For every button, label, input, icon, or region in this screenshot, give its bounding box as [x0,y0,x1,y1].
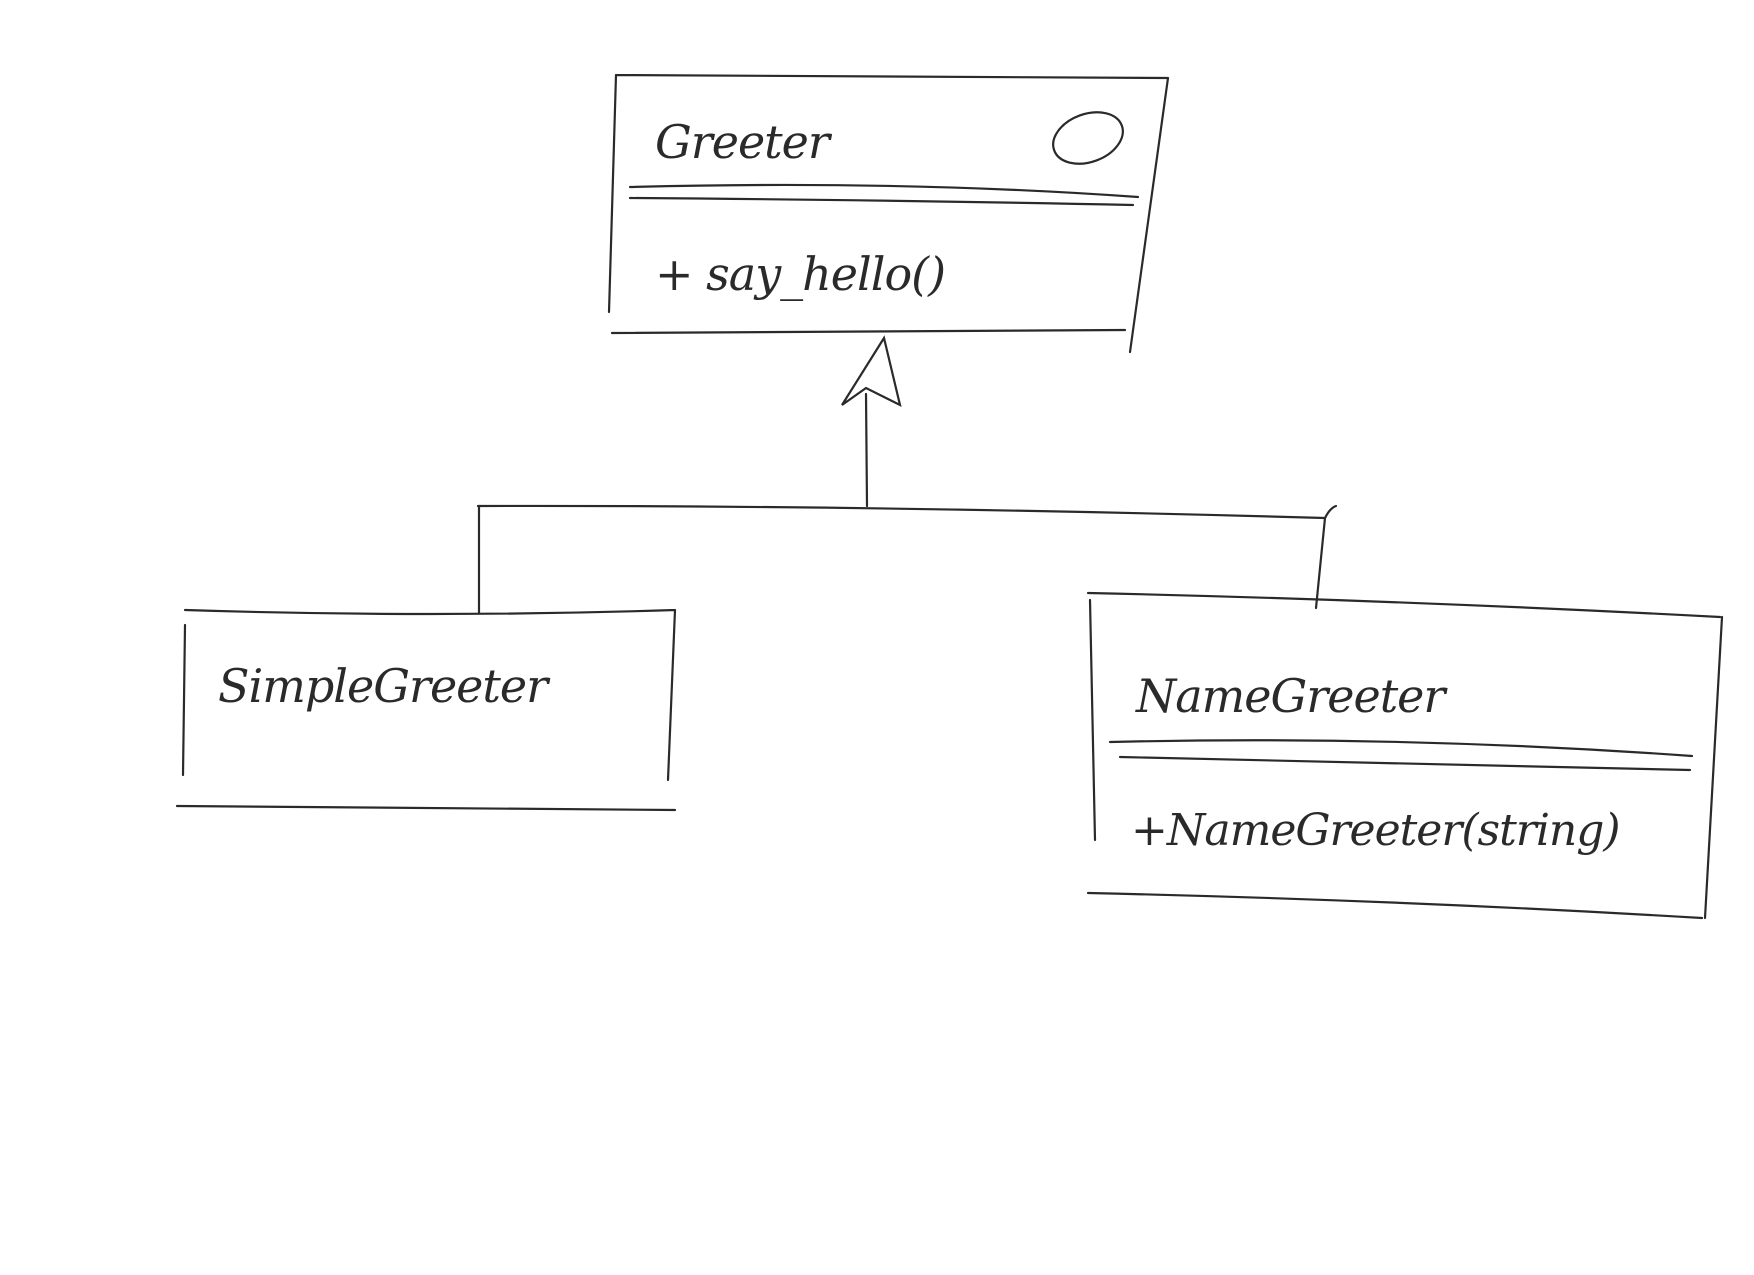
class-name-greeter: Greeter [655,115,833,169]
class-box-greeter [607,73,1170,354]
class-box-simple-greeter [175,608,677,812]
class-simple-greeter: SimpleGreeter [175,608,677,812]
connector-name-greeter [1314,516,1327,610]
interface-circle-icon [1052,111,1124,165]
class-name-name-greeter: NameGreeter [1135,669,1448,723]
inheritance-triangle-icon [841,335,902,408]
method-name-greeter-constructor: +NameGreeter(string) [1131,805,1620,856]
generalization-arrow [476,335,1338,615]
method-say-hello: + say_hello() [655,247,945,301]
arrow-stem [864,392,869,508]
class-greeter: Greeter + say_hello() [607,73,1170,354]
class-box-name-greeter [1086,591,1724,920]
class-name-greeter-box: NameGreeter +NameGreeter(string) [1086,591,1724,920]
class-name-simple-greeter: SimpleGreeter [218,659,551,713]
connector-horizontal [476,504,1338,520]
